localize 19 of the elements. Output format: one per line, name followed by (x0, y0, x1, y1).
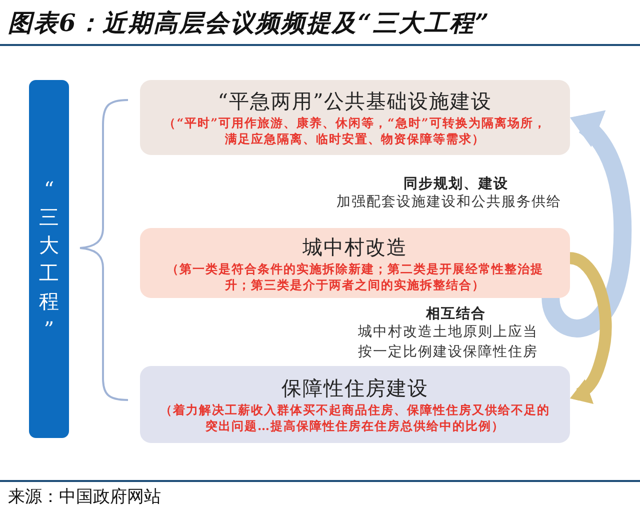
source-note: 来源：中国政府网站 (8, 486, 161, 509)
annotation-heading: 同步规划、建设 (404, 175, 508, 194)
rounded-box (140, 80, 570, 155)
annotation-heading: 相互结合 (426, 305, 486, 324)
annotation-text: 城中村改造土地原则上应当按一定比例建设保障性住房 (357, 323, 539, 362)
vertical-title: “三大工程” (38, 176, 60, 343)
note-text: （第一类是符合条件的实施拆除新建；第二类是开展经常性整治提升；第三类是介于两者之间的实施拆整结合） (166, 260, 544, 292)
curved-arrow (568, 252, 612, 404)
vertical-banner (29, 80, 69, 438)
rounded-box (140, 366, 570, 443)
heading: 保障性住房建设 (282, 375, 428, 401)
rounded-box (140, 228, 570, 298)
heading: “平急两用”公共基础设施建设 (218, 88, 492, 114)
heading: 城中村改造 (302, 234, 408, 260)
note-text: （着力解决工薪收入群体买不起商品住房、保障性住房又供给不足的突出问题…提高保障性住房在住房总供给中的比例） (159, 402, 551, 434)
annotation-text: 加强配套设施建设和公共服务供给 (336, 193, 562, 212)
curved-arrow (542, 109, 632, 338)
note-text: （“平时”可用作旅游、康养、休闲等，“急时”可转换为隔离场所，满足应急隔离、临时安置、物资保障等需求） (162, 115, 548, 147)
title: 图表6：近期高层会议频频提及“三大工程” (8, 8, 490, 38)
